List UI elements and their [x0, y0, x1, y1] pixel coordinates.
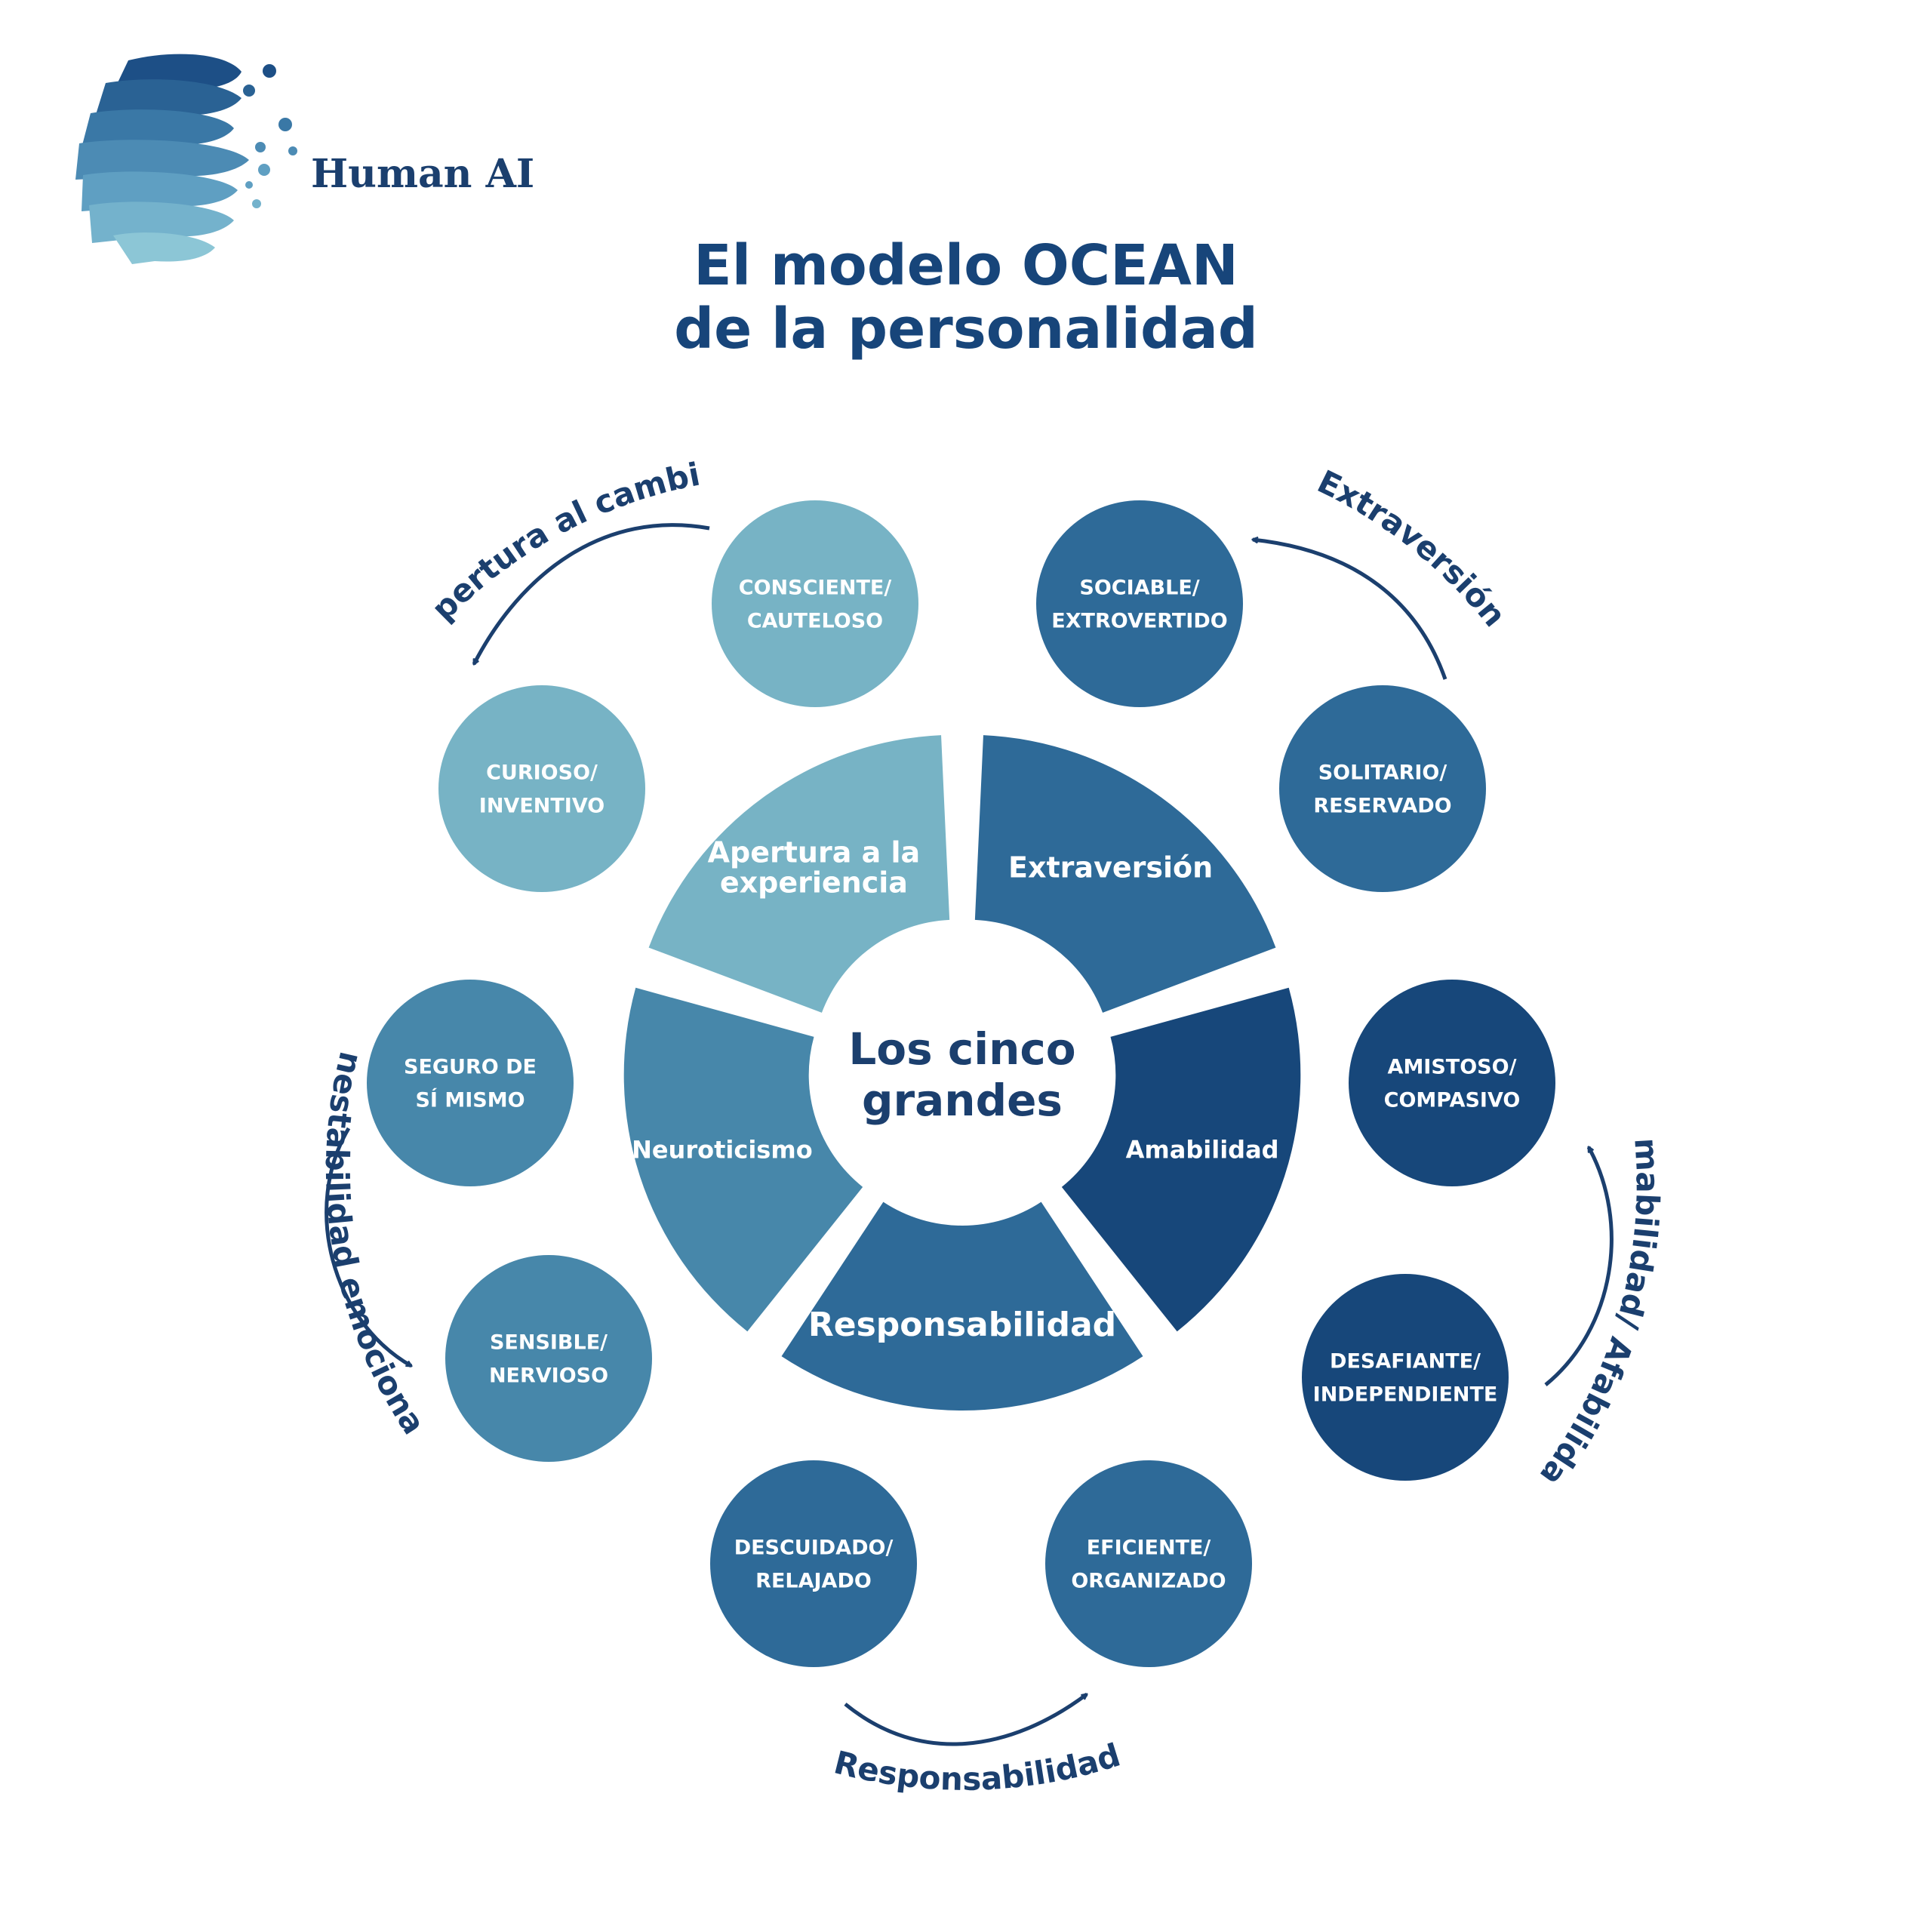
trait-label-amistoso-line-2: COMPASIVO: [1384, 1089, 1521, 1112]
trait-label-sociable-line-2: EXTROVERTIDO: [1051, 610, 1227, 633]
trait-label-consciente-line-2: CAUTELOSO: [747, 610, 883, 633]
trait-label-eficiente-line-2: ORGANIZADO: [1071, 1570, 1226, 1593]
page-title: El modelo OCEAN de la personalidad: [0, 234, 1932, 361]
arc-label-responsabilidad: Responsabilidad: [830, 1737, 1124, 1798]
segment-label-apertura-line-1: Apertura a la: [708, 836, 921, 869]
trait-label-solitario-line-1: SOLITARIO/: [1318, 761, 1447, 785]
trait-circle-seguro: [367, 980, 574, 1186]
center-label-line-1: Los cinco: [848, 1023, 1075, 1075]
trait-circle-amistoso: [1349, 980, 1555, 1186]
trait-label-desafiante-line-2: INDEPENDIENTE: [1313, 1383, 1498, 1407]
arrow-inestabilidad: [325, 1127, 411, 1368]
trait-label-descuidado-line-1: DESCUIDADO/: [734, 1537, 894, 1560]
arrows: [325, 523, 1614, 1746]
trait-circles: CONSCIENTE/CAUTELOSO CURIOSO/INVENTIVO SOC…: [367, 500, 1555, 1667]
trait-label-amistoso-line-1: AMISTOSO/: [1388, 1056, 1517, 1079]
segment-label-apertura-line-2: experiencia: [720, 866, 908, 900]
arrow-extraversion: [1253, 540, 1447, 680]
segment-label-amabilidad: Amabilidad: [1126, 1136, 1279, 1164]
center-label-line-2: grandes: [862, 1075, 1063, 1126]
segment-label-responsabilidad: Responsabilidad: [808, 1306, 1116, 1344]
segment-amabilidad: [1061, 987, 1301, 1332]
trait-label-seguro-line-1: SEGURO DE: [404, 1056, 537, 1079]
trait-circle-descuidado: [710, 1460, 917, 1667]
trait-circle-eficiente: [1045, 1460, 1252, 1667]
trait-circle-desafiante: [1302, 1274, 1509, 1481]
arc-label-inestabilidad-emocional: Inestabilidad emocional: [0, 0, 432, 1441]
arc-label-apertura-cambio: Apertura al cambio: [0, 0, 703, 628]
trait-circle-solitario: [1279, 685, 1486, 892]
trait-label-solitario-line-2: RESERVADO: [1313, 795, 1451, 818]
center-label: Los cinco grandes: [819, 928, 1106, 1215]
trait-label-sensible-line-2: NERVIOSO: [489, 1364, 608, 1388]
arrow-amabilidad: [1544, 1147, 1614, 1386]
trait-label-consciente-line-1: CONSCIENTE/: [739, 577, 892, 600]
trait-label-seguro-line-2: SÍ MISMO: [415, 1088, 525, 1112]
segment-apertura: [648, 735, 950, 1013]
segment-label-neuroticismo: Neuroticismo: [632, 1136, 813, 1164]
trait-circle-consciente: [712, 500, 918, 707]
trait-label-descuidado-line-2: RELAJADO: [755, 1570, 872, 1593]
title-line-2: de la personalidad: [674, 297, 1258, 361]
trait-label-eficiente-line-1: EFICIENTE/: [1087, 1537, 1211, 1560]
segment-label-extraversion: Extraversión: [1008, 851, 1213, 884]
trait-circle-sensible: [445, 1255, 652, 1462]
trait-label-curioso-line-2: INVENTIVO: [479, 795, 605, 818]
center-circle: [819, 928, 1106, 1215]
title-line-1: El modelo OCEAN: [694, 233, 1238, 298]
trait-label-sociable-line-1: SOCIABLE/: [1079, 577, 1199, 600]
arc-label-extraversion: Extraversión: [1312, 463, 1513, 633]
arrow-apertura: [472, 523, 710, 664]
segment-responsabilidad: [781, 1201, 1143, 1411]
segment-neuroticismo: [623, 987, 863, 1332]
brand-name: Human AI: [311, 151, 535, 197]
arrow-responsabilidad: [844, 1692, 1087, 1746]
trait-label-desafiante-line-1: DESAFIANTE/: [1330, 1350, 1481, 1374]
trait-label-curioso-line-1: CURIOSO/: [486, 761, 598, 785]
segment-extraversion: [974, 735, 1276, 1013]
trait-circle-curioso: [438, 685, 645, 892]
trait-circle-sociable: [1036, 500, 1243, 707]
trait-label-sensible-line-1: SENSIBLE/: [490, 1331, 608, 1355]
